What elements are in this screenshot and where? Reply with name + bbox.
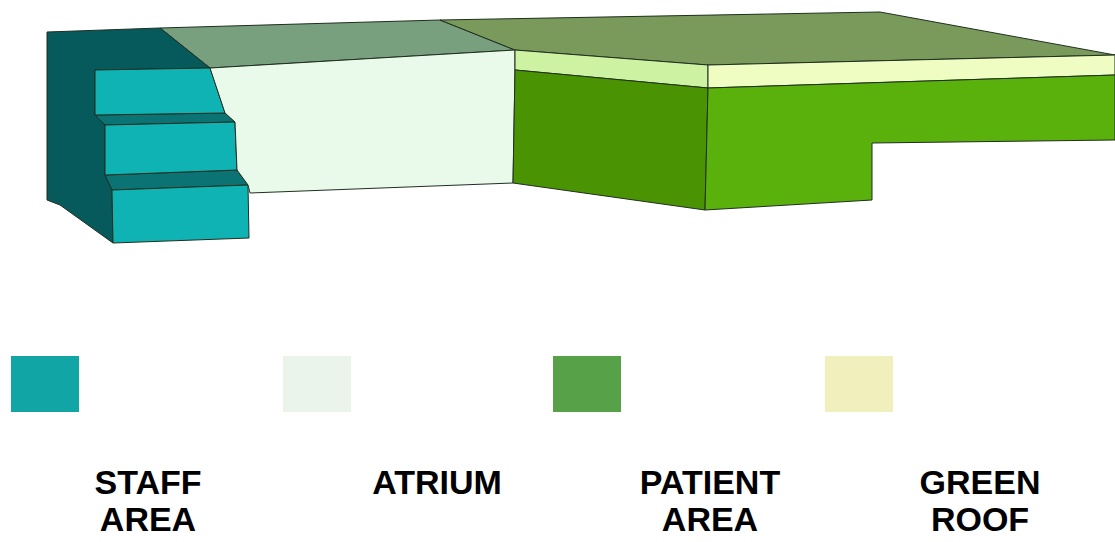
legend-swatch: [11, 356, 79, 412]
legend-swatch: [825, 356, 893, 412]
legend-label: STAFF AREA: [61, 464, 236, 538]
legend-swatch: [553, 356, 621, 412]
legend-swatch: [283, 356, 351, 412]
legend-label: ATRIUM: [350, 464, 525, 501]
legend-label: GREEN ROOF: [893, 464, 1068, 538]
legend-label: PATIENT AREA: [623, 464, 798, 538]
